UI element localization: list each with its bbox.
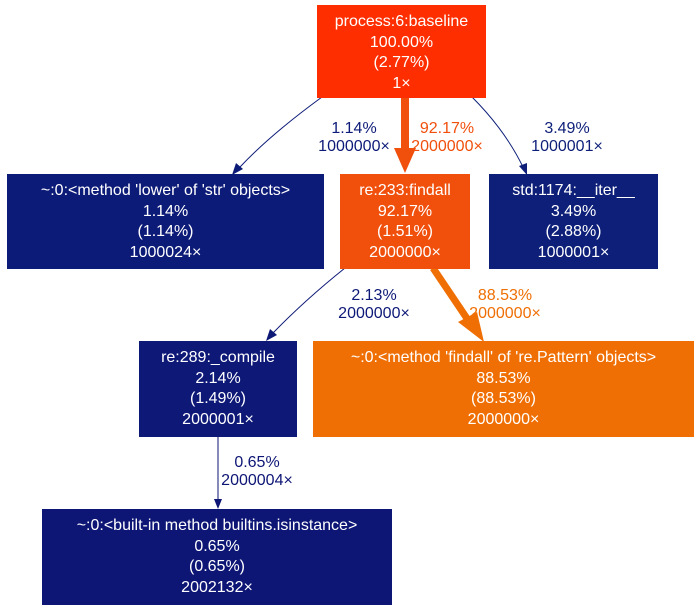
node-total-percent: 0.65% [194,538,239,555]
edge-baseline-to-iter: 3.49% 1000001× [471,96,603,175]
node-pattern-findall[interactable]: ~:0:<method 'findall' of 're.Pattern' ob… [313,341,694,437]
edge-label-calls: 1000001× [531,138,603,155]
node-box [489,174,658,269]
edge-label-calls: 2000000× [411,138,483,155]
edge-findall-to-compile: 2.13% 2000000× [266,267,410,341]
edge-findall-to-pattern-findall: 88.53% 2000000× [430,266,541,342]
edge-line [272,267,346,334]
node-call-count: 2000001× [182,411,254,428]
edge-label-percent: 3.49% [544,120,589,137]
node-method-lower[interactable]: ~:0:<method 'lower' of 'str' objects> 1.… [7,174,324,269]
edge-label-percent: 2.13% [351,287,396,304]
node-self-percent: (2.77%) [373,54,429,71]
node-total-percent: 2.14% [195,370,240,387]
edge-arrowhead-icon [458,312,484,342]
node-self-percent: (0.65%) [189,558,245,575]
node-call-count: 1000024× [130,244,202,261]
node-function-name: re:233:findall [359,182,451,199]
edge-label-calls: 2000000× [469,305,541,322]
node-box [139,341,297,437]
edge-label-calls: 2000000× [338,305,410,322]
node-re-compile[interactable]: re:289:_compile 2.14% (1.49%) 2000001× [139,341,297,437]
node-std-iter[interactable]: std:1174:__iter__ 3.49% (2.88%) 1000001× [489,174,658,269]
node-function-name: ~:0:<method 'lower' of 'str' objects> [41,182,290,199]
edge-label-calls: 2000004× [221,472,293,489]
node-self-percent: (1.14%) [137,223,193,240]
edge-line [471,96,524,168]
node-function-name: re:289:_compile [161,349,275,366]
edge-compile-to-isinstance: 0.65% 2000004× [214,437,293,509]
edge-line [239,96,323,168]
edge-arrowhead-icon [214,499,222,509]
node-call-count: 2000000× [468,411,540,428]
node-self-percent: (88.53%) [471,390,536,407]
node-call-count: 2002132× [181,579,253,596]
edge-baseline-to-lower: 1.14% 1000000× [232,96,390,175]
node-box [42,509,392,605]
edge-label-calls: 1000000× [318,138,390,155]
node-total-percent: 1.14% [143,203,188,220]
edge-label-percent: 1.14% [331,120,376,137]
edge-arrowhead-icon [394,148,416,173]
node-box [317,5,486,98]
node-call-count: 2000000× [369,244,441,261]
node-total-percent: 100.00% [370,34,433,51]
node-function-name: ~:0:<method 'findall' of 're.Pattern' ob… [351,349,656,366]
edge-label-percent: 92.17% [420,120,474,137]
node-total-percent: 92.17% [378,203,432,220]
node-total-percent: 3.49% [551,203,596,220]
node-total-percent: 88.53% [476,370,530,387]
node-self-percent: (1.49%) [190,390,246,407]
node-builtin-isinstance[interactable]: ~:0:<built-in method builtins.isinstance… [42,509,392,605]
node-function-name: ~:0:<built-in method builtins.isinstance… [77,517,358,534]
edge-arrowhead-icon [266,329,277,341]
node-self-percent: (1.51%) [377,223,433,240]
edge-baseline-to-findall: 92.17% 2000000× [394,97,483,173]
node-function-name: std:1174:__iter__ [512,182,636,199]
node-box [313,341,694,437]
edge-line [430,266,471,322]
edge-label-percent: 0.65% [234,454,279,471]
node-re-findall[interactable]: re:233:findall 92.17% (1.51%) 2000000× [340,174,470,269]
node-self-percent: (2.88%) [545,223,601,240]
edge-arrowhead-icon [519,163,527,175]
node-box [7,174,324,269]
edge-arrowhead-icon [232,163,243,175]
node-box [340,174,470,269]
node-call-count: 1000001× [538,244,610,261]
node-call-count: 1× [392,75,410,92]
edge-label-percent: 88.53% [478,287,532,304]
node-process-baseline[interactable]: process:6:baseline 100.00% (2.77%) 1× [317,5,486,98]
node-function-name: process:6:baseline [335,13,469,30]
